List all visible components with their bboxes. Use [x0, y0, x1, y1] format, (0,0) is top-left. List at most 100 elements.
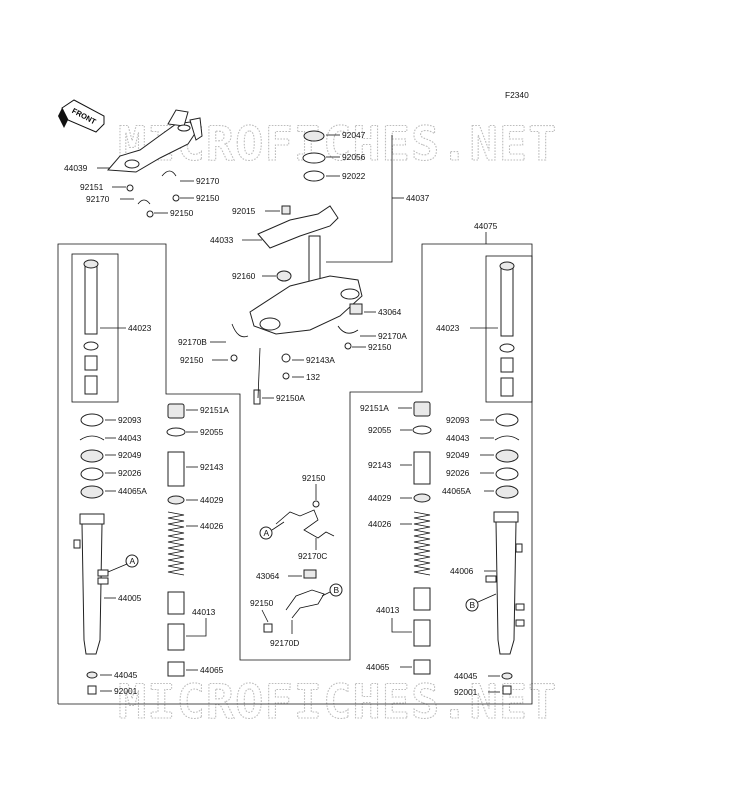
label-92055-right: 92055 [368, 425, 392, 435]
label-44013-left: 44013 [192, 607, 216, 617]
gasket-44045-left [86, 671, 98, 679]
label-44075: 44075 [474, 221, 498, 231]
label-92022: 92022 [342, 171, 366, 181]
label-43064-center: 43064 [256, 571, 280, 581]
figure-code: F2340 [505, 90, 529, 100]
label-44037: 44037 [406, 193, 430, 203]
label-44029-left: 44029 [200, 495, 224, 505]
label-44026-left: 44026 [200, 521, 224, 531]
bolt-92150-right [172, 194, 180, 202]
callout-b-center-label: B [334, 585, 340, 595]
label-92170D: 92170D [270, 638, 299, 648]
front-arrow-icon: FRONT [58, 99, 105, 133]
label-44065A-right: 44065A [442, 486, 471, 496]
washer-92022 [303, 170, 325, 182]
cap-92160 [276, 270, 292, 282]
tube-44013-upper-left [167, 591, 185, 615]
seal-92093-left [80, 413, 104, 427]
label-92055-left: 92055 [200, 427, 224, 437]
label-92150-mid-right: 92150 [368, 342, 392, 352]
label-44013-right: 44013 [376, 605, 400, 615]
callout-b-center [329, 583, 343, 597]
label-44005: 44005 [118, 593, 142, 603]
label-92093-left: 92093 [118, 415, 142, 425]
spacer-92143-left [167, 451, 185, 487]
seal-92049-right [495, 449, 519, 463]
washer-92026-left [80, 467, 104, 481]
label-44045-right: 44045 [454, 671, 478, 681]
callout-b-right [465, 598, 479, 612]
label-92026-right: 92026 [446, 468, 470, 478]
label-92170A: 92170A [378, 331, 407, 341]
ring-44043-left [79, 435, 105, 441]
clamp-92170C [275, 509, 335, 539]
label-44029-right: 44029 [368, 493, 392, 503]
watermark-bottom: MICROFICHES.NET [118, 675, 557, 730]
label-44023-left: 44023 [128, 323, 152, 333]
gasket-44045-right [501, 672, 513, 680]
label-43064: 43064 [378, 307, 402, 317]
label-92150-upper: 92150 [196, 193, 220, 203]
grommet-43064-center [303, 569, 317, 579]
seal-92093-right [495, 413, 519, 427]
label-92001-right: 92001 [454, 687, 478, 697]
label-92160: 92160 [232, 271, 256, 281]
bushing-44065A-right [495, 485, 519, 499]
label-44043-right: 44043 [446, 433, 470, 443]
label-92143A: 92143A [306, 355, 335, 365]
bolt-92150-mid [230, 354, 238, 362]
tube-44013-upper-right [413, 587, 431, 611]
label-92001-left: 92001 [114, 686, 138, 696]
label-92150-lower-center: 92150 [250, 598, 274, 608]
label-44023-right: 44023 [436, 323, 460, 333]
label-92150-mid-left: 92150 [180, 355, 204, 365]
label-92015: 92015 [232, 206, 256, 216]
washer-44029-left [167, 495, 185, 505]
label-92056: 92056 [342, 152, 366, 162]
ring-44043-right [494, 435, 520, 441]
callout-a-center [259, 526, 273, 540]
right-damper-rod [500, 263, 514, 337]
nut-92015 [281, 205, 291, 215]
grommet-43064 [349, 303, 363, 315]
outer-tube-44006 [485, 511, 525, 655]
bushing-44065-right [413, 659, 431, 675]
bolt-132 [282, 372, 290, 380]
bolt-92150A [253, 389, 261, 405]
spring-44026-right [413, 511, 431, 576]
label-92170B: 92170B [178, 337, 207, 347]
spring-44026-left [167, 511, 185, 576]
label-92026-left: 92026 [118, 468, 142, 478]
bolt-92151 [126, 184, 134, 192]
cap-92151A-left [167, 403, 185, 419]
bolt-92001-left [87, 685, 97, 695]
bolt-92150-left [146, 210, 154, 218]
label-92049-left: 92049 [118, 450, 142, 460]
callout-b-right-label: B [470, 600, 476, 610]
outer-tube-44005 [73, 513, 109, 655]
label-44043-left: 44043 [118, 433, 142, 443]
label-44065-right: 44065 [366, 662, 390, 672]
label-44006: 44006 [450, 566, 474, 576]
bushing-44065-left [167, 661, 185, 677]
label-92093-right: 92093 [446, 415, 470, 425]
label-92150A: 92150A [276, 393, 305, 403]
label-44065-left: 44065 [200, 665, 224, 675]
seal-92056 [302, 152, 326, 164]
bolt-92150-center [312, 500, 320, 508]
callout-a-center-label: A [264, 528, 270, 538]
washer-92026-right [495, 467, 519, 481]
clip-92170-right [161, 170, 177, 177]
label-44026-right: 44026 [368, 519, 392, 529]
tube-44013-lower-left [167, 623, 185, 651]
left-damper-rod [84, 261, 98, 335]
label-92150-center: 92150 [302, 473, 326, 483]
spacer-92143-right [413, 451, 431, 485]
bushing-44065A-left [80, 485, 104, 499]
label-92170-left: 92170 [86, 194, 110, 204]
callout-a-left [125, 554, 139, 568]
bolt-92150-lower-center [263, 623, 273, 633]
label-92151: 92151 [80, 182, 104, 192]
